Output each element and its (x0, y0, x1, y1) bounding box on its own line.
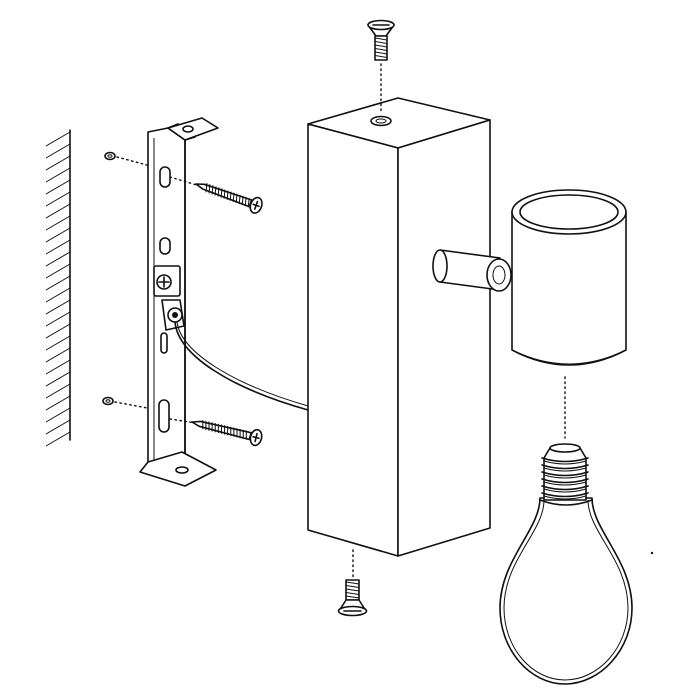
mounting-bracket (139, 117, 219, 487)
wall-plug-lower (102, 396, 114, 406)
wood-screw-upper (195, 183, 263, 214)
wood-screw-lower (191, 419, 263, 447)
swivel-joint (432, 249, 512, 292)
housing (307, 97, 491, 557)
light-bulb (499, 443, 633, 685)
countersunk-screw-bottom (337, 579, 368, 617)
countersunk-screw-top (367, 19, 395, 61)
earth-terminal (153, 265, 185, 331)
screw-guide-upper (169, 176, 201, 187)
wall-plug-upper (104, 151, 116, 161)
stray-mark (650, 551, 654, 555)
lamp-holder (511, 189, 627, 366)
wall (45, 129, 71, 447)
wall-hatching (45, 131, 71, 447)
earth-wire (174, 321, 309, 411)
